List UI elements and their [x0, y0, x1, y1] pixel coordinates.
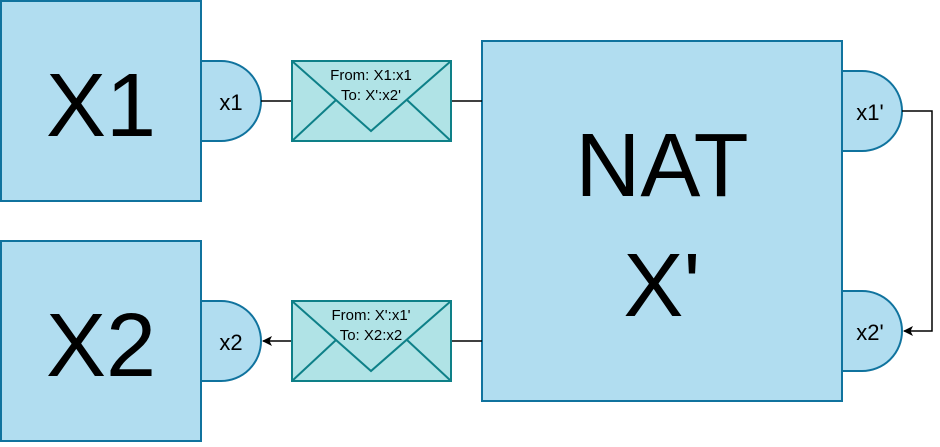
- envelope-outgoing-bottom-fold: [291, 99, 452, 142]
- edge-nat-internal-loop: [902, 110, 933, 336]
- envelope-outgoing-body: [291, 60, 452, 142]
- message-envelope-incoming[interactable]: From: X':x1' To: X2:x2: [291, 300, 452, 382]
- port-x2-label: x2: [219, 330, 242, 355]
- envelope-outgoing-flap: [291, 60, 452, 133]
- nat-port-x1-prime-label: x1': [856, 100, 883, 125]
- nat-port-x2-prime-label: x2': [856, 320, 883, 345]
- host-x1-box[interactable]: [0, 0, 202, 202]
- port-x1-label: x1: [219, 90, 242, 115]
- nat-title-line2: X': [623, 236, 700, 336]
- host-x1-label: X1: [46, 56, 156, 156]
- message-envelope-outgoing[interactable]: From: X1:x1 To: X':x2': [291, 60, 452, 142]
- message-outgoing-line1: From: X1:x1: [330, 67, 412, 84]
- nat-port-x1-prime[interactable]: [841, 70, 903, 152]
- host-x2-label: X2: [46, 296, 156, 396]
- nat-title-line1: NAT: [575, 116, 748, 216]
- host-x2-box[interactable]: [0, 240, 202, 442]
- message-incoming-line2: To: X2:x2: [340, 327, 403, 344]
- nat-box[interactable]: [481, 40, 843, 402]
- port-x1[interactable]: [200, 60, 262, 142]
- message-incoming-line1: From: X':x1': [331, 307, 410, 324]
- port-x2[interactable]: [200, 300, 262, 382]
- envelope-incoming-bottom-fold: [291, 339, 452, 382]
- envelope-incoming-body: [291, 300, 452, 382]
- nat-port-x2-prime[interactable]: [841, 290, 903, 372]
- message-outgoing-line2: To: X':x2': [341, 87, 401, 104]
- envelope-incoming-flap: [291, 300, 452, 373]
